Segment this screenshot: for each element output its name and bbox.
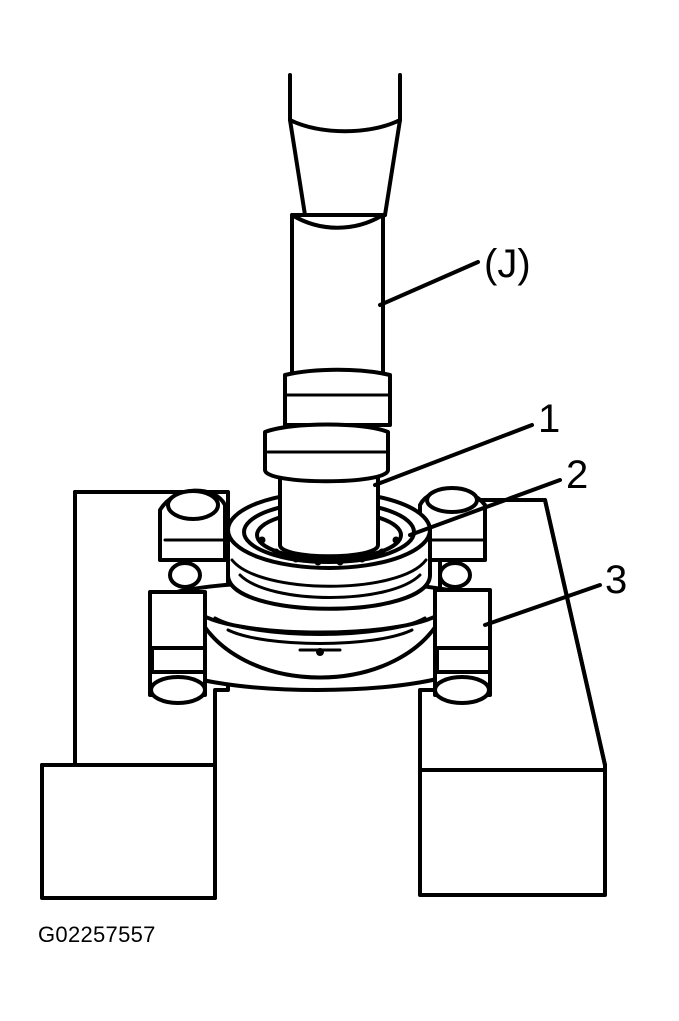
callout-1: 1 [538,397,560,441]
left-rear-bolt [158,488,227,562]
leader-1 [373,423,534,487]
leader-j [378,260,480,307]
right-rear-bolt [418,486,487,562]
callout-2: 2 [566,453,588,497]
press-tool [263,73,402,484]
shaft [278,468,380,559]
left-front-bolt [148,561,207,705]
leader-2 [408,478,562,537]
right-front-bolt [433,561,492,705]
bearing-balls [258,536,400,566]
figure-id: G02257557 [38,922,156,947]
callout-3: 3 [605,558,627,602]
callout-j: (J) [484,242,531,286]
leader-lines [373,260,602,627]
leader-3 [483,583,602,627]
